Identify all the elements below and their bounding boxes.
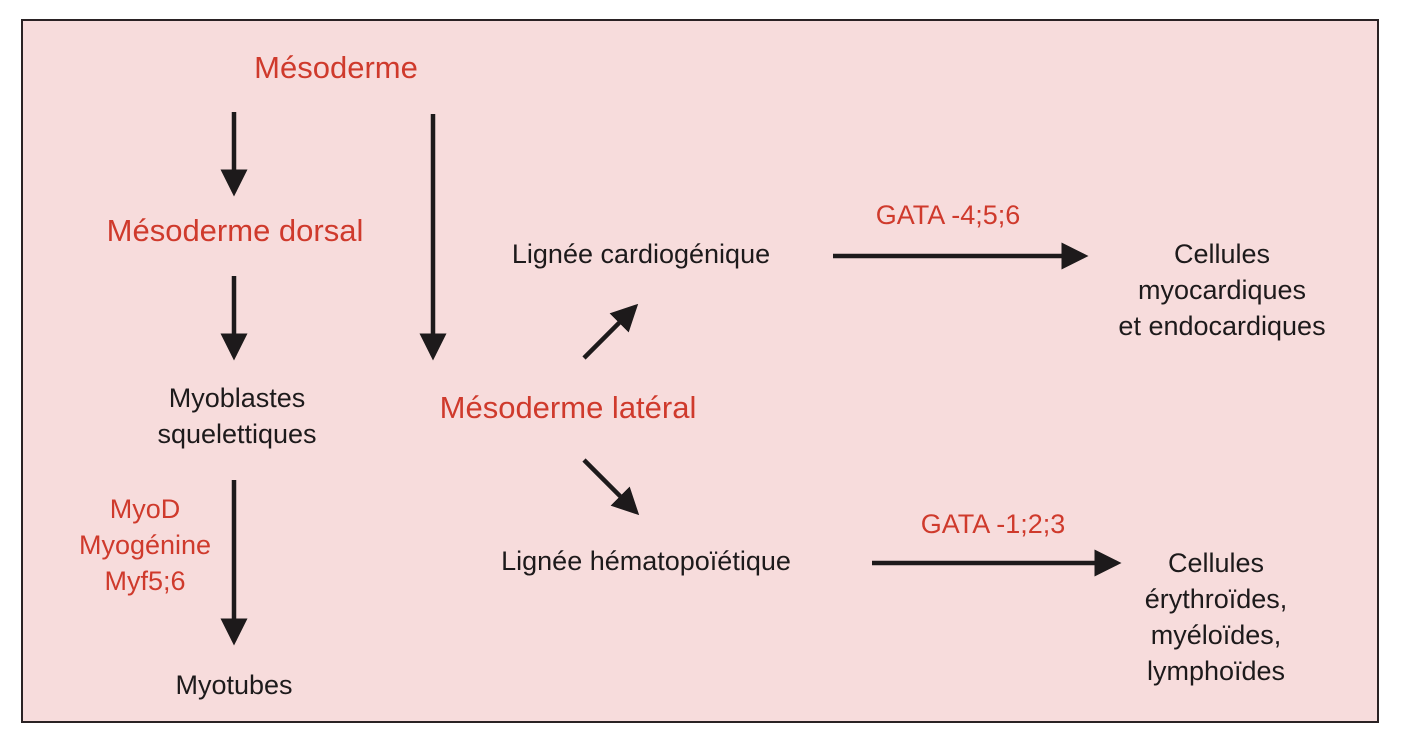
node-myoblastes: Myoblastes squelettiques <box>112 380 362 452</box>
node-mesoderme-dorsal: Mésoderme dorsal <box>106 213 364 248</box>
node-cellules-cardio-line-3: et endocardiques <box>1118 311 1326 341</box>
node-cellules-hemato: Cellules érythroïdes, myéloïdes, lymphoï… <box>1106 545 1326 689</box>
node-cellules-cardio: Cellules myocardiques et endocardiques <box>1072 236 1372 344</box>
factors-myogenic: MyoD Myogénine Myf5;6 <box>60 491 230 599</box>
factor-myogenine: Myogénine <box>78 530 212 560</box>
node-lignee-hematopoietique: Lignée hématopoïétique <box>501 546 791 576</box>
node-mesoderme-lateral: Mésoderme latéral <box>439 390 697 425</box>
factor-myf: Myf5;6 <box>104 566 186 596</box>
node-cellules-cardio-line-2: myocardiques <box>1137 275 1307 305</box>
diagram-panel <box>21 19 1379 723</box>
factor-gata-hemato: GATA -1;2;3 <box>920 509 1066 539</box>
node-cellules-cardio-line-1: Cellules <box>1173 239 1271 269</box>
factor-myod: MyoD <box>109 494 181 524</box>
arrow-lateral-to-cardio <box>582 303 639 360</box>
node-cellules-hemato-line-1: Cellules <box>1167 548 1265 578</box>
node-myoblastes-line-1: Myoblastes <box>168 383 306 413</box>
node-myotubes: Myotubes <box>175 670 293 700</box>
node-cellules-hemato-line-4: lymphoïdes <box>1146 656 1286 686</box>
node-cellules-hemato-line-3: myéloïdes, <box>1150 620 1282 650</box>
node-lignee-cardiogenique: Lignée cardiogénique <box>511 239 771 269</box>
node-mesoderme: Mésoderme <box>254 50 418 85</box>
factor-gata-cardio: GATA -4;5;6 <box>875 200 1021 230</box>
node-cellules-hemato-line-2: érythroïdes, <box>1144 584 1288 614</box>
node-myoblastes-line-2: squelettiques <box>157 419 317 449</box>
arrow-lateral-to-hemato <box>582 458 640 516</box>
